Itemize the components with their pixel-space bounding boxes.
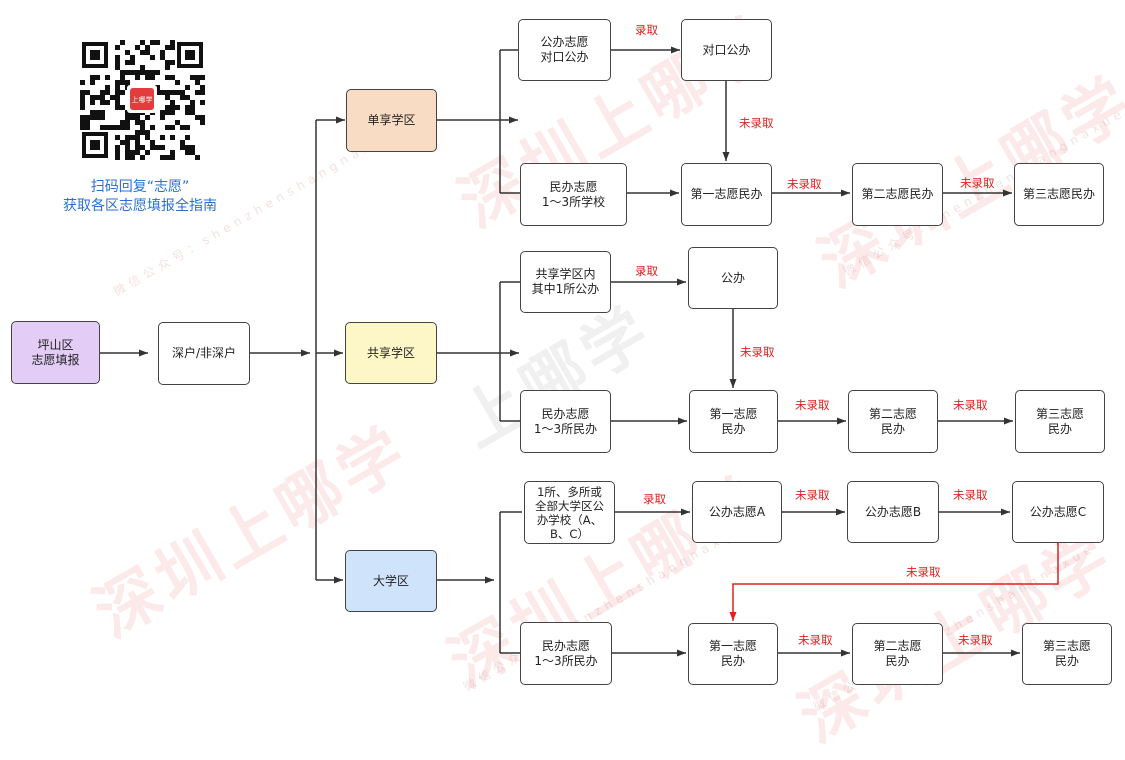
edge-label-admitted: 录取 <box>635 264 658 278</box>
edge-label-not-admitted: 未录取 <box>798 633 833 647</box>
node-shared-public-choice: 共享学区内 其中1所公办 <box>520 251 611 313</box>
node-shared-zone: 共享学区 <box>345 322 437 384</box>
edge-label-not-admitted: 未录取 <box>795 398 830 412</box>
qr-code: 上哪学 <box>80 40 205 160</box>
edge-label-not-admitted: 未录取 <box>740 345 775 359</box>
edge-label-not-admitted: 未录取 <box>953 488 988 502</box>
node-shared-private-1: 第一志愿 民办 <box>689 390 778 453</box>
node-large-public-c: 公办志愿C <box>1012 481 1104 543</box>
node-exclusive-private-3: 第三志愿民办 <box>1014 163 1104 226</box>
promo-line-1: 扫码回复“志愿” <box>90 179 190 195</box>
node-exclusive-zone: 单享学区 <box>346 89 437 152</box>
node-shared-private-3: 第三志愿 民办 <box>1015 390 1105 453</box>
node-exclusive-private-1: 第一志愿民办 <box>681 163 772 226</box>
node-exclusive-public-result: 对口公办 <box>681 19 772 81</box>
node-large-zone: 大学区 <box>345 550 437 612</box>
edge-label-not-admitted: 未录取 <box>795 488 830 502</box>
edge-label-admitted: 录取 <box>635 23 658 37</box>
node-large-private-choice: 民办志愿 1～3所民办 <box>520 622 612 685</box>
edge-label-not-admitted: 未录取 <box>960 176 995 190</box>
node-exclusive-private-2: 第二志愿民办 <box>852 163 943 226</box>
node-large-public-b: 公办志愿B <box>847 481 939 543</box>
edge-label-admitted: 录取 <box>643 492 666 506</box>
node-pingshan-district: 坪山区 志愿填报 <box>11 321 100 384</box>
edge-label-not-admitted: 未录取 <box>787 177 822 191</box>
node-large-public-choice: 1所、多所或 全部大学区公 办学校（A、 B、C） <box>524 481 615 544</box>
node-large-private-1: 第一志愿 民办 <box>688 623 778 685</box>
node-shared-public-result: 公办 <box>688 247 778 309</box>
node-hukou: 深户/非深户 <box>158 322 250 385</box>
node-shared-private-2: 第二志愿 民办 <box>848 390 938 453</box>
node-shared-private-choice: 民办志愿 1～3所民办 <box>520 390 611 453</box>
edge-label-not-admitted: 未录取 <box>958 633 993 647</box>
node-large-private-2: 第二志愿 民办 <box>852 623 943 685</box>
node-exclusive-private-choice: 民办志愿 1～3所学校 <box>520 163 627 226</box>
promo-line-2: 获取各区志愿填报全指南 <box>63 198 217 214</box>
edge-label-not-admitted: 未录取 <box>953 398 988 412</box>
node-exclusive-public-choice: 公办志愿 对口公办 <box>518 19 611 81</box>
qr-logo-badge <box>130 88 154 110</box>
qr-badge-text: 上哪学 <box>132 95 153 104</box>
edge-label-not-admitted: 未录取 <box>906 565 941 579</box>
edge-label-not-admitted: 未录取 <box>739 116 774 130</box>
flow-connectors <box>100 46 1059 657</box>
node-large-public-a: 公办志愿A <box>692 481 782 543</box>
node-large-private-3: 第三志愿 民办 <box>1022 623 1112 685</box>
